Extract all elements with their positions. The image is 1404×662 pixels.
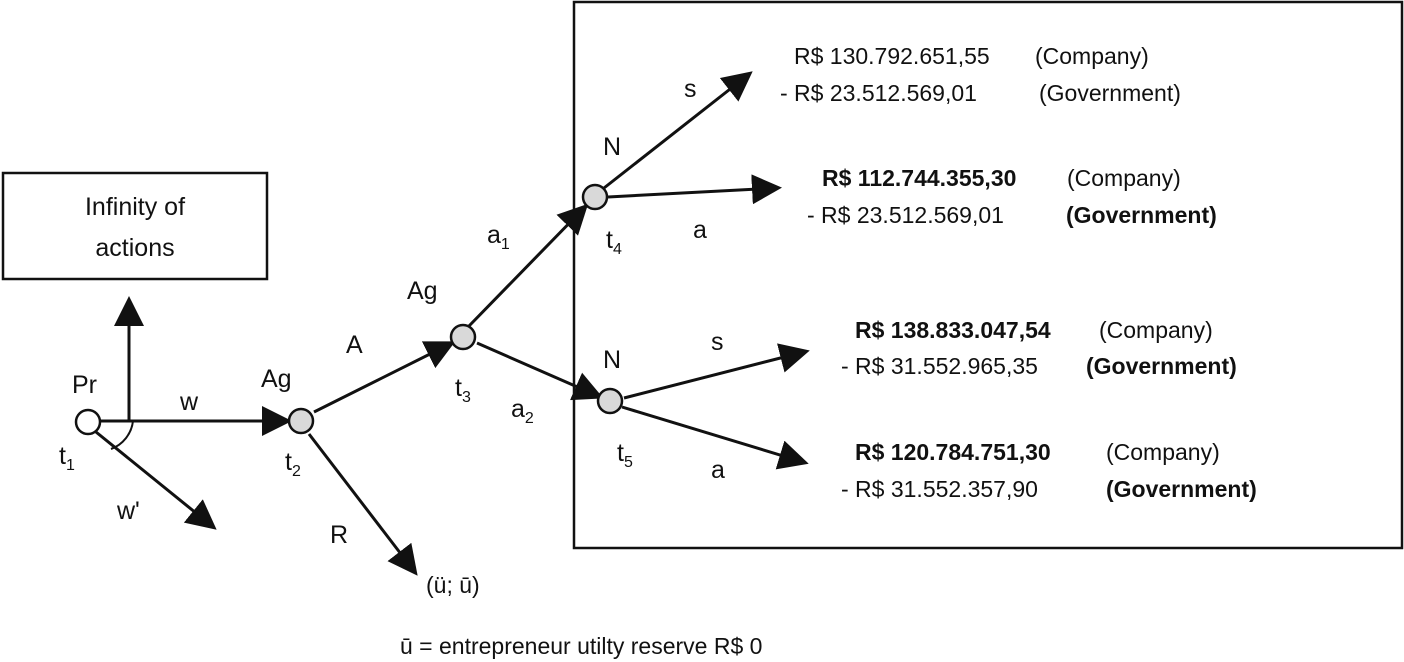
edge-label-w: w [179,388,199,416]
node-t3 [449,323,477,351]
edge-s-t5 [623,343,810,400]
node-t1-player: Pr [72,371,97,399]
footnote: ū = entrepreneur utilty reserve R$ 0 [400,633,762,659]
payoff-3-company-tag: (Company) [1099,317,1213,343]
node-t3-time: t3 [455,374,471,406]
node-t2-time: t2 [285,448,301,480]
reserve-payoff: (ü; ū) [426,572,480,598]
edge-R [307,433,418,576]
payoff-2-government-tag: (Government) [1066,202,1217,228]
payoff-2-company-tag: (Company) [1067,165,1181,191]
edge-A [313,341,456,414]
edge-w-prime [95,430,217,530]
payoff-4-government-tag: (Government) [1106,476,1257,502]
payoff-1-government-tag: (Government) [1039,80,1181,106]
infinity-of-actions-box [1,171,269,281]
node-t1-time: t1 [59,442,75,474]
node-t5-time: t5 [617,439,633,471]
node-t4 [581,183,609,211]
node-t3-player: Ag [407,277,438,305]
payoff-1-company: R$ 130.792.651,55 [794,43,990,69]
infinity-box-line2: actions [95,234,174,262]
edge-label-s-t4: s [684,75,697,103]
edge-label-a1: a1 [487,221,510,253]
edge-label-a2: a2 [511,395,534,427]
node-t1 [74,408,102,436]
payoff-3-government-tag: (Government) [1086,353,1237,379]
edge-a-t5 [621,405,809,470]
edge-label-A: A [346,331,363,359]
payoff-region-box [572,0,1404,550]
payoff-2-company: R$ 112.744.355,30 [822,165,1016,191]
payoff-4-government: - R$ 31.552.357,90 [841,476,1038,502]
payoff-3-company: R$ 138.833.047,54 [855,317,1051,343]
edge-a1 [467,203,589,328]
edge-label-a-t5: a [711,456,725,484]
payoff-4-company-tag: (Company) [1106,439,1220,465]
edge-label-a-t4: a [693,216,707,244]
node-t2 [287,407,315,435]
edge-label-R: R [330,521,348,549]
payoff-3-government: - R$ 31.552.965,35 [841,353,1038,379]
edge-label-s-t5: s [711,328,724,356]
node-t5-player: N [603,346,621,374]
edge-label-w-prime: w' [116,497,140,525]
edge-s-t4 [603,71,753,190]
angle-arc [110,420,134,450]
payoff-4-company: R$ 120.784.751,30 [855,439,1051,465]
node-t2-player: Ag [261,365,292,393]
payoff-1-government: - R$ 23.512.569,01 [780,80,977,106]
payoff-2-government: - R$ 23.512.569,01 [807,202,1004,228]
payoff-1-company-tag: (Company) [1035,43,1149,69]
edge-a2 [476,341,604,401]
node-t4-time: t4 [606,226,622,258]
infinity-box-line1: Infinity of [85,193,185,221]
node-t4-player: N [603,133,621,161]
edge-a-t4 [607,174,782,205]
node-t5 [596,387,624,415]
